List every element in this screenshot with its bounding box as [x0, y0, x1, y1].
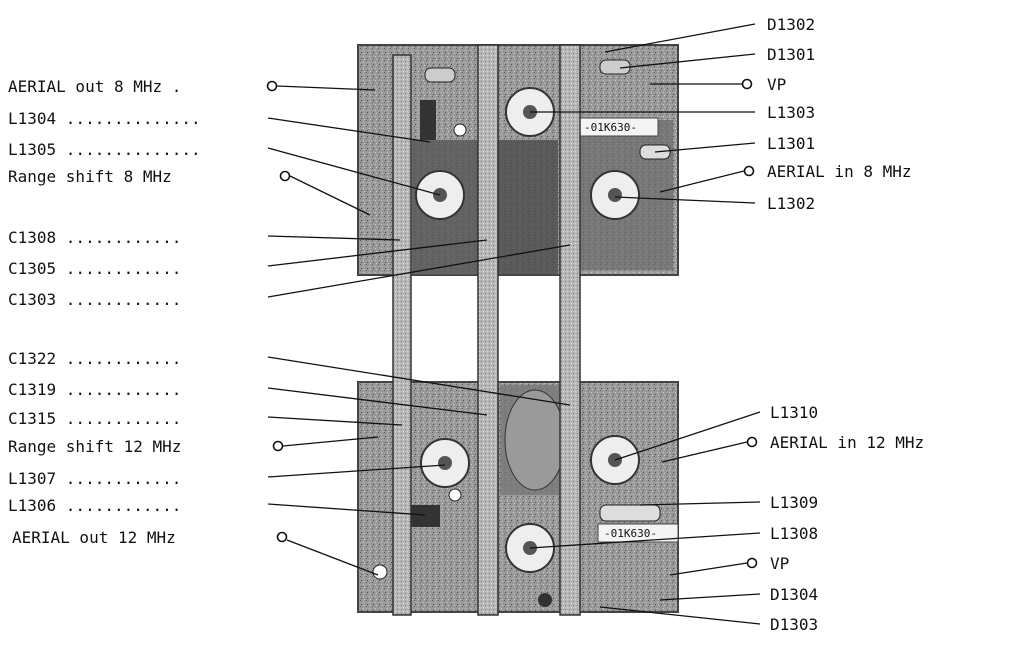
label-l1305: L1305 ..............	[8, 140, 441, 196]
terminal-aerial-out-8	[266, 80, 278, 92]
svg-text:L1307 ............: L1307 ............	[8, 469, 181, 488]
label-d1301: D1301	[619, 45, 815, 69]
svg-text:C1315 ............: C1315 ............	[8, 409, 181, 428]
terminal-range-shift-8	[279, 170, 291, 182]
label-d1304: D1304	[659, 585, 818, 604]
svg-text:L1301: L1301	[767, 134, 815, 153]
label-c1308: C1308 ............	[8, 228, 401, 247]
right-labels: D1302 D1301 VP L1303 L1301 AERIAL in 8 M…	[529, 15, 924, 634]
svg-text:C1305 ............: C1305 ............	[8, 259, 181, 278]
terminal-range-shift-12	[272, 440, 284, 452]
svg-text:AERIAL in 12 MHz: AERIAL in 12 MHz	[770, 433, 924, 452]
label-c1303: C1303 ............	[8, 244, 571, 309]
terminal-aerial-out-12	[276, 531, 288, 543]
svg-text:C1322 ............: C1322 ............	[8, 349, 181, 368]
board-marking-upper: -01K630-	[584, 121, 637, 134]
svg-text:L1303: L1303	[767, 103, 815, 122]
svg-text:C1319 ............: C1319 ............	[8, 380, 181, 399]
svg-text:D1302: D1302	[767, 15, 815, 34]
label-vp-bottom: VP	[669, 554, 789, 576]
label-l1307: L1307 ............	[8, 464, 446, 488]
svg-text:D1301: D1301	[767, 45, 815, 64]
svg-text:VP: VP	[770, 554, 789, 573]
terminal-aerial-in-8	[743, 165, 755, 177]
label-l1302: L1302	[614, 194, 815, 213]
label-l1309: L1309	[639, 493, 818, 512]
board-marking-lower: -01K630-	[604, 527, 657, 540]
svg-text:L1305 ..............: L1305 ..............	[8, 140, 201, 159]
label-d1303: D1303	[599, 606, 818, 634]
label-aerial-in-8: AERIAL in 8 MHz	[659, 162, 912, 193]
svg-text:D1303: D1303	[770, 615, 818, 634]
svg-text:Range shift 8 MHz: Range shift 8 MHz	[8, 167, 172, 186]
svg-text:Range shift 12 MHz: Range shift 12 MHz	[8, 437, 181, 456]
coil-l1302	[590, 170, 640, 220]
label-l1306: L1306 ............	[8, 496, 426, 516]
tuning-rod-2	[477, 44, 499, 616]
label-c1319: C1319 ............	[8, 380, 488, 416]
label-c1322: C1322 ............	[8, 349, 571, 406]
label-c1305: C1305 ............	[8, 239, 488, 278]
svg-text:L1306 ............: L1306 ............	[8, 496, 181, 515]
terminal-vp-top	[741, 78, 753, 90]
svg-text:AERIAL out 12 MHz: AERIAL out 12 MHz	[12, 528, 176, 547]
label-vp-top: VP	[650, 75, 786, 94]
svg-text:L1309: L1309	[770, 493, 818, 512]
label-aerial-out-12: AERIAL out 12 MHz	[12, 528, 379, 576]
svg-text:D1304: D1304	[770, 585, 818, 604]
tuning-rod-3	[559, 44, 581, 616]
label-aerial-in-12: AERIAL in 12 MHz	[661, 433, 924, 463]
label-aerial-out-8: AERIAL out 8 MHz .	[8, 77, 376, 96]
terminal-vp-bottom	[746, 557, 758, 569]
label-range-shift-12: Range shift 12 MHz	[8, 436, 379, 456]
svg-text:L1310: L1310	[770, 403, 818, 422]
svg-text:L1304 ..............: L1304 ..............	[8, 109, 201, 128]
label-range-shift-8: Range shift 8 MHz	[8, 167, 371, 216]
svg-text:AERIAL in 8 MHz: AERIAL in 8 MHz	[767, 162, 912, 181]
label-l1301: L1301	[654, 134, 815, 153]
label-l1308: L1308	[529, 524, 818, 549]
label-c1315: C1315 ............	[8, 409, 403, 428]
tuning-rod-1	[392, 54, 412, 616]
label-l1303: L1303	[530, 103, 815, 122]
svg-text:C1308 ............: C1308 ............	[8, 228, 181, 247]
terminal-aerial-in-12	[746, 436, 758, 448]
svg-text:AERIAL out 8 MHz .: AERIAL out 8 MHz .	[8, 77, 181, 96]
board-photo: -01K630- -01K630-	[357, 44, 679, 616]
left-labels: AERIAL out 8 MHz . L1304 .............. …	[8, 77, 571, 576]
label-d1302: D1302	[604, 15, 815, 53]
svg-text:C1303 ............: C1303 ............	[8, 290, 181, 309]
coil-l1307	[420, 438, 470, 488]
label-l1310: L1310	[614, 403, 818, 461]
svg-text:L1308: L1308	[770, 524, 818, 543]
svg-text:VP: VP	[767, 75, 786, 94]
label-l1304: L1304 ..............	[8, 109, 431, 143]
svg-text:L1302: L1302	[767, 194, 815, 213]
